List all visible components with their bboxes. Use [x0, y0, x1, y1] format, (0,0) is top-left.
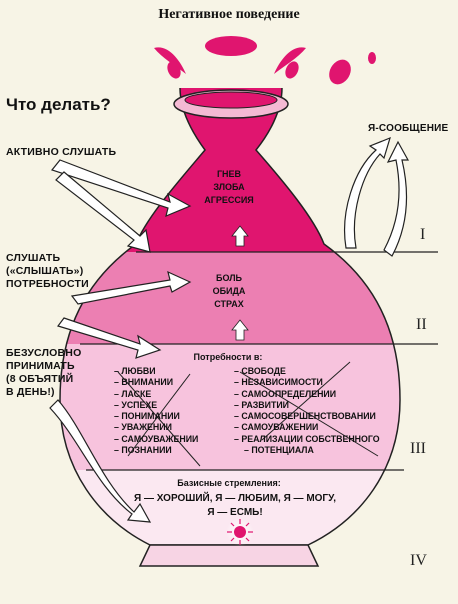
need-item: ПОЗНАНИИ: [114, 445, 198, 456]
need-item: ЛАСКЕ: [114, 389, 198, 400]
splash-drop: [329, 59, 351, 85]
need-item: ВНИМАНИИ: [114, 377, 198, 388]
level-numeral-1: I: [420, 226, 426, 243]
left-arrow-3: [49, 399, 152, 523]
splash-crest: [205, 36, 257, 56]
splash-drops: [154, 36, 376, 85]
emotion-word: ОБИДА: [212, 286, 246, 296]
need-item: САМОУВАЖЕНИИ: [114, 434, 198, 445]
emotion-word: АГРЕССИЯ: [204, 195, 254, 205]
need-item: САМООПРЕДЕЛЕНИИ: [234, 389, 380, 400]
need-item: ПОНИМАНИИ: [114, 411, 198, 422]
left-arrow-1: [50, 159, 192, 218]
level-2-words: БОЛЬ ОБИДА СТРАХ: [170, 272, 288, 311]
base-aspirations: Я — ХОРОШИЙ, Я — ЛЮБИМ, Я — МОГУ, Я — ЕС…: [130, 492, 340, 520]
base-line: Я — ХОРОШИЙ, Я — ЛЮБИМ, Я — МОГУ,: [134, 493, 336, 504]
need-item: ЛЮБВИ: [114, 366, 198, 377]
need-item: УСПЕХЕ: [114, 400, 198, 411]
need-item: УВАЖЕНИИ: [114, 422, 198, 433]
what-to-do-heading: Что делать?: [6, 95, 111, 114]
base-line: Я — ЕСМЬ!: [207, 507, 263, 518]
needs-left-list: ЛЮБВИ ВНИМАНИИ ЛАСКЕ УСПЕХЕ ПОНИМАНИИ УВ…: [114, 366, 198, 456]
left-arrow-1b: [55, 171, 151, 253]
sun-core-icon: [226, 518, 254, 546]
jug-foot: [138, 544, 320, 567]
need-item: РАЗВИТИИ: [234, 400, 380, 411]
need-item: НЕЗАВИСИМОСТИ: [234, 377, 380, 388]
splash-drop: [368, 52, 376, 64]
left-arrow-2b: [57, 317, 162, 359]
base-heading: Базисные стремления:: [177, 478, 281, 488]
splash-drop-right: [274, 47, 306, 74]
need-item: РЕАЛИЗАЦИИ СОБСТВЕННОГО: [234, 434, 379, 445]
emotion-word: ЗЛОБА: [213, 182, 245, 192]
right-arrow: [383, 140, 410, 257]
label-listen-needs: СЛУШАТЬ («СЛЫШАТЬ») ПОТРЕБНОСТИ: [6, 252, 89, 291]
need-item: ПОТЕНЦИАЛА: [234, 445, 380, 456]
level-2-fill: [60, 252, 400, 344]
level-1-words: ГНЕВ ЗЛОБА АГРЕССИЯ: [170, 168, 288, 207]
needs-right-list: СВОБОДЕ НЕЗАВИСИМОСТИ САМООПРЕДЕЛЕНИИ РА…: [234, 366, 380, 456]
left-arrow-2: [70, 270, 192, 305]
needs-heading: Потребности в:: [193, 352, 263, 362]
emotion-word: ГНЕВ: [216, 169, 242, 179]
label-i-message: Я-СООБЩЕНИЕ: [368, 123, 449, 134]
jug-rim-inner: [184, 91, 278, 109]
splash-drop: [167, 61, 181, 79]
label-line: БЕЗУСЛОВНО: [6, 347, 82, 359]
level-numeral-2: II: [416, 316, 427, 333]
level-numeral-4: IV: [410, 552, 427, 569]
need-item: САМОСОВЕРШЕНСТВОВАНИИ: [234, 411, 380, 422]
label-line: (8 ОБЪЯТИЙ: [6, 373, 74, 385]
label-active-listen: АКТИВНО СЛУШАТЬ: [6, 146, 117, 158]
diagram-title: Негативное поведение: [158, 7, 300, 22]
label-line: ПОТРЕБНОСТИ: [6, 278, 89, 290]
right-arrow: [344, 136, 391, 249]
level-numeral-3: III: [410, 440, 426, 457]
need-item: СВОБОДЕ: [234, 366, 380, 377]
emotion-word: СТРАХ: [214, 299, 244, 309]
need-item: САМОУВАЖЕНИИ: [234, 422, 380, 433]
label-line: В ДЕНЬ!): [6, 386, 55, 398]
emotion-word: БОЛЬ: [215, 273, 243, 283]
label-accept: БЕЗУСЛОВНО ПРИНИМАТЬ (8 ОБЪЯТИЙ В ДЕНЬ!): [6, 347, 81, 399]
up-arrow-icon: [231, 319, 249, 341]
label-line: СЛУШАТЬ: [6, 252, 61, 264]
label-line: ПРИНИМАТЬ: [6, 360, 75, 372]
label-line: («СЛЫШАТЬ»): [6, 265, 84, 277]
up-arrow-icon: [231, 225, 249, 247]
splash-drop: [285, 61, 299, 79]
